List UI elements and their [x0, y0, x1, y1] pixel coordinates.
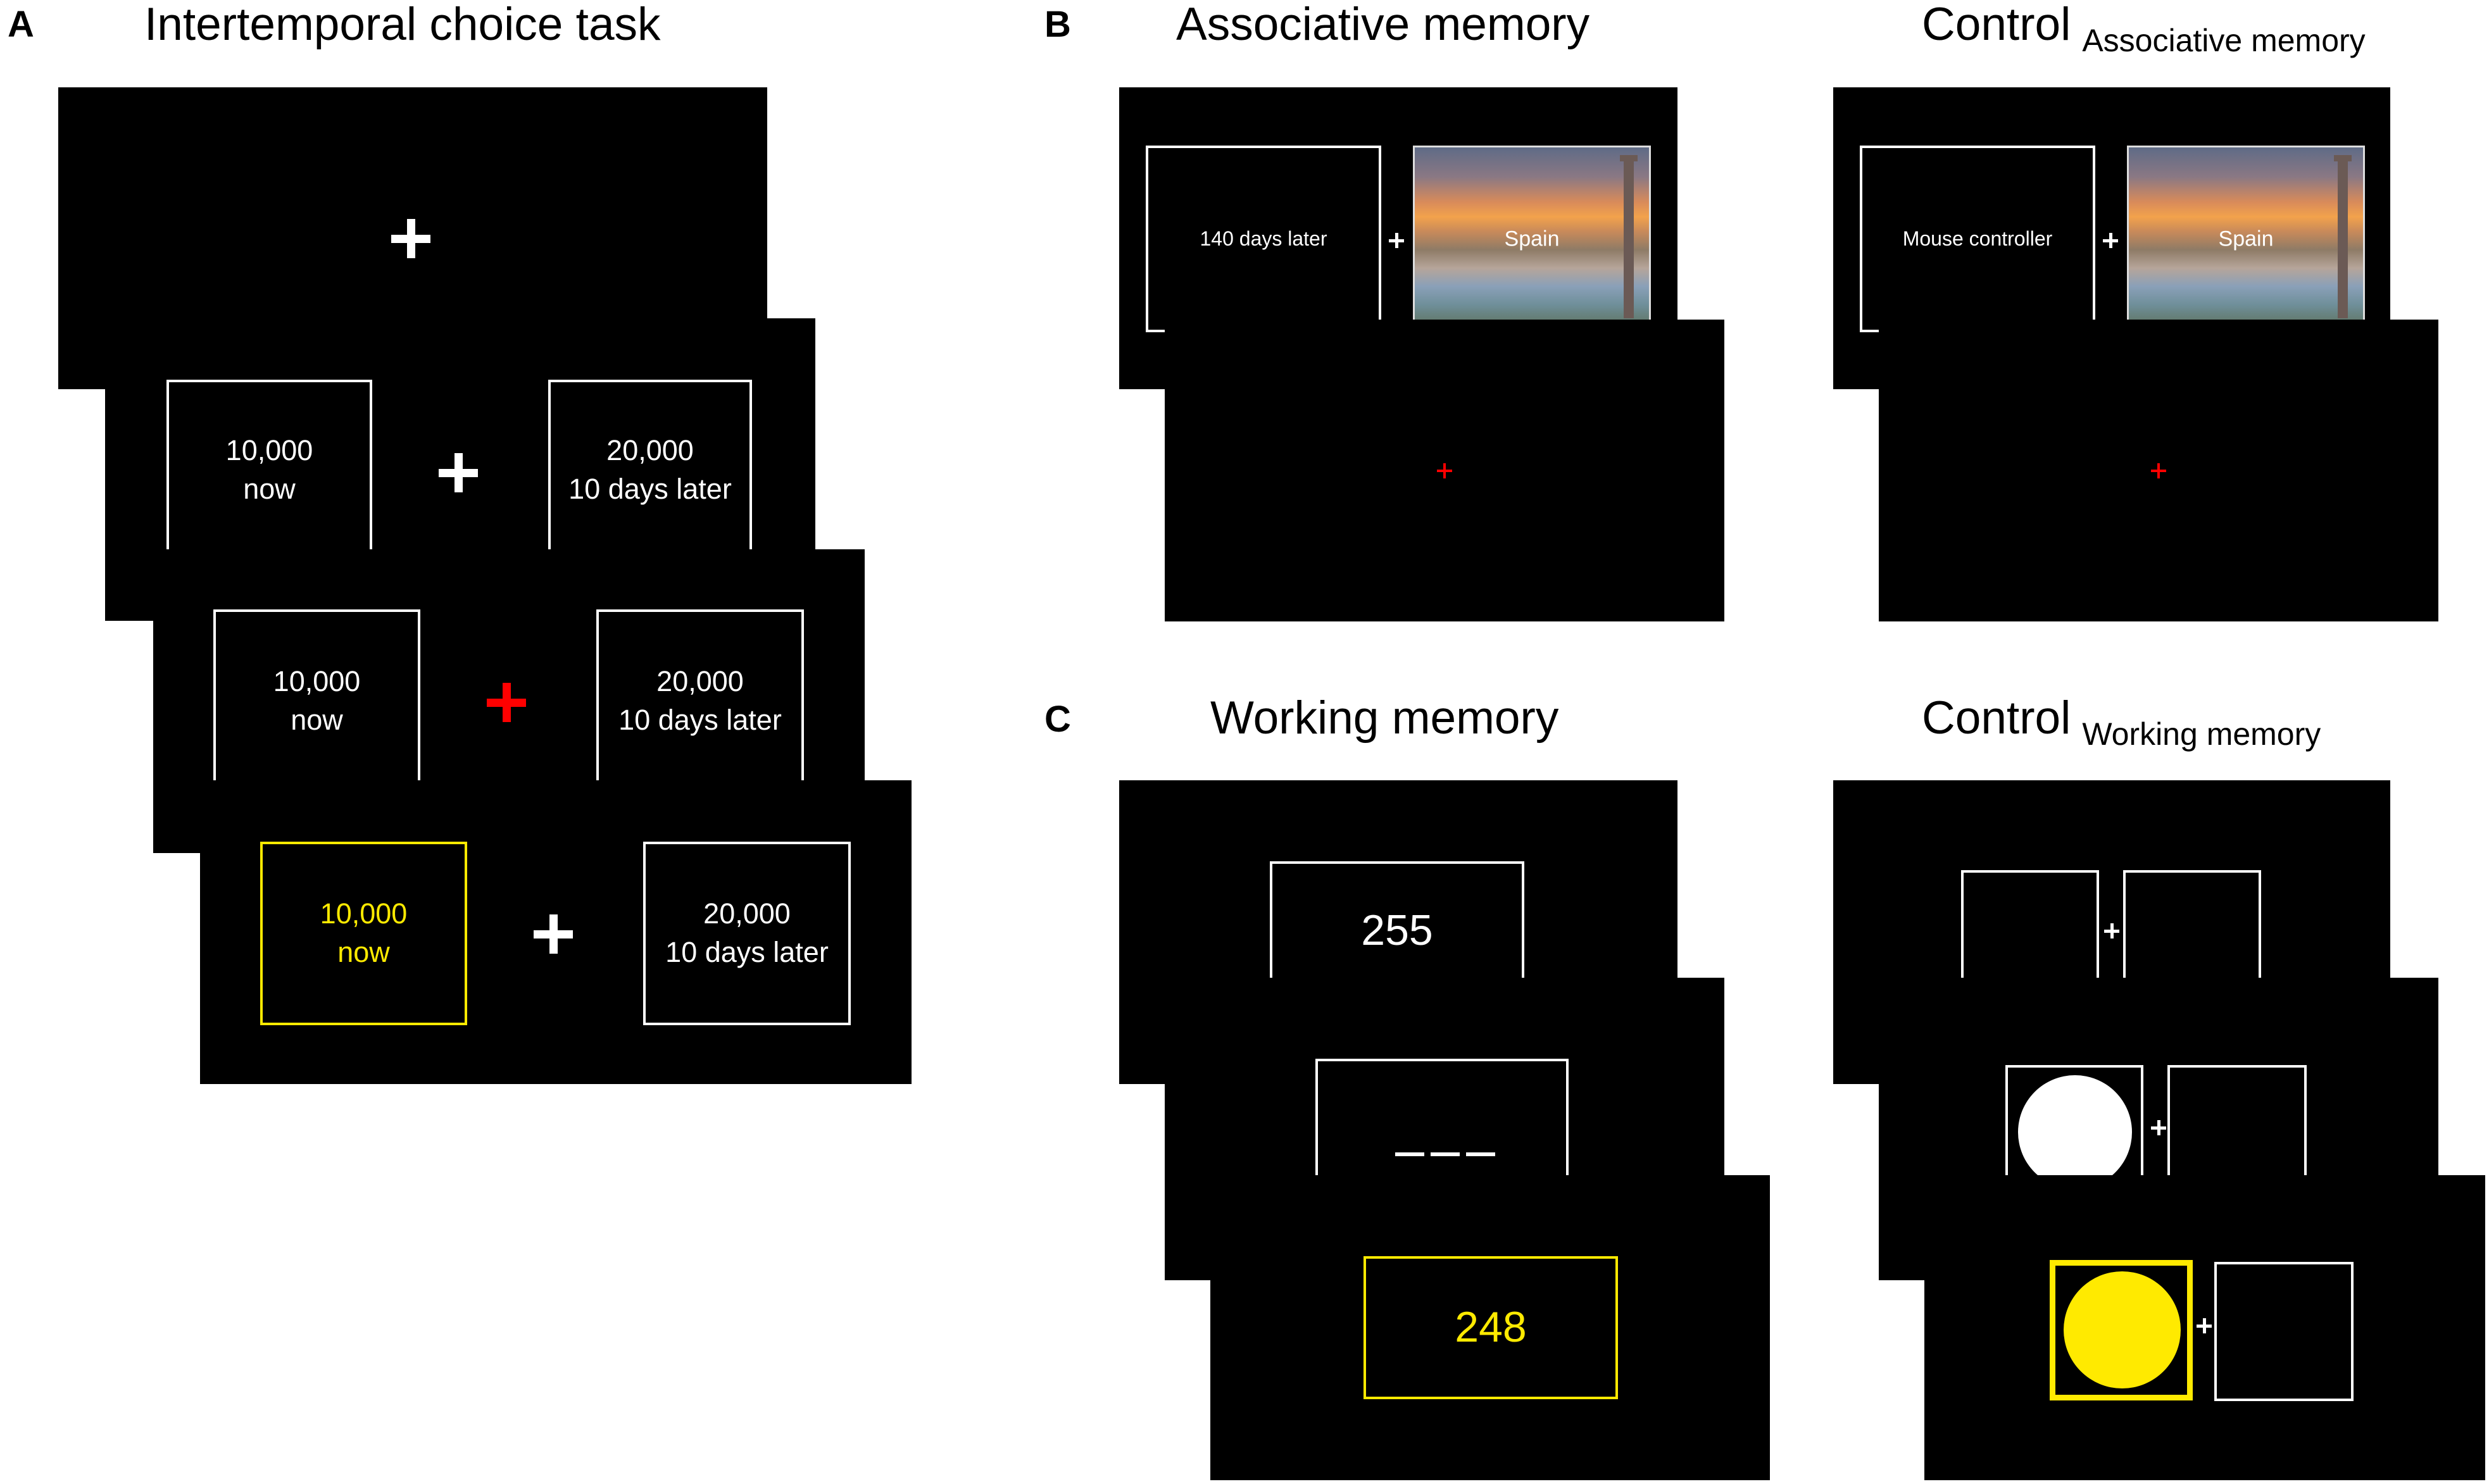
left-option-box: 10,000 now: [213, 609, 420, 793]
fixation-cross-icon: [2104, 923, 2119, 938]
white-circle-icon: [2018, 1075, 2132, 1189]
tower-shape: [2334, 155, 2352, 161]
panel-c-title: Working memory: [1210, 692, 1559, 744]
photo-spain-icon: Spain: [2127, 146, 2365, 332]
control-cue-text: Mouse controller: [1902, 227, 2053, 250]
control-delay-screen: [1879, 320, 2438, 621]
right-option-amount: 20,000: [656, 665, 744, 698]
control-feedback-screen: [1924, 1175, 2485, 1480]
response-box-selected: 248: [1364, 1256, 1618, 1399]
panel-letter-b: B: [1044, 4, 1071, 45]
right-option-box: 20,000 10 days later: [596, 609, 804, 793]
fixation-cross-icon: [534, 914, 573, 954]
cue-box: 140 days later: [1146, 146, 1381, 332]
control-subtitle: Working memory: [2082, 716, 2321, 752]
panel-b-title: Associative memory: [1176, 0, 1590, 50]
right-option-box: 20,000 10 days later: [643, 842, 851, 1025]
tower-shape: [1620, 155, 1638, 161]
right-option-amount: 20,000: [703, 897, 791, 930]
left-option-time: now: [243, 472, 296, 505]
fixation-cross-icon: [2151, 1120, 2166, 1135]
photo-spain-icon: Spain: [1413, 146, 1651, 332]
right-option-time: 10 days later: [665, 936, 829, 968]
right-box: [2214, 1262, 2354, 1401]
selected-option-box: 10,000 now: [260, 842, 467, 1025]
cue-text: 140 days later: [1200, 227, 1327, 250]
feedback-screen: 10,000 now 20,000 10 days later: [200, 780, 912, 1084]
control-cue-box: Mouse controller: [1860, 146, 2095, 332]
right-option-time: 10 days later: [568, 472, 732, 505]
image-label: Spain: [1504, 227, 1560, 251]
left-option-amount: 10,000: [273, 665, 361, 698]
tower-shape: [1624, 160, 1634, 318]
digit-placeholder: [1431, 1152, 1460, 1156]
left-option-amount: 10,000: [225, 433, 313, 466]
right-option-amount: 20,000: [606, 433, 694, 466]
left-option-time: now: [337, 936, 390, 968]
response-screen: 248: [1210, 1175, 1770, 1480]
first-number: 255: [1361, 906, 1433, 955]
control-subtitle: Associative memory: [2082, 23, 2366, 58]
panel-c-control-title: Control Working memory: [1922, 692, 2321, 750]
red-fixation-cross-icon: [1437, 463, 1452, 478]
right-option-time: 10 days later: [618, 704, 782, 736]
panel-b-control-title: Control Associative memory: [1922, 0, 2366, 56]
left-option-time: now: [291, 704, 343, 736]
fixation-cross-icon: [1389, 233, 1404, 248]
panel-letter-a: A: [8, 4, 34, 45]
control-title: Control: [1922, 0, 2071, 50]
fixation-cross-icon: [2103, 233, 2118, 248]
panel-letter-c: C: [1044, 699, 1071, 740]
left-box-selected: [2050, 1260, 2193, 1400]
control-title: Control: [1922, 692, 2071, 744]
fixation-cross-icon: [391, 219, 430, 258]
fixation-cross-icon: [439, 453, 478, 492]
image-label: Spain: [2218, 227, 2274, 251]
left-option-box: 10,000 now: [166, 380, 372, 560]
digit-placeholder: [1466, 1152, 1495, 1156]
yellow-circle-icon: [2064, 1271, 2181, 1388]
left-box: [2005, 1065, 2143, 1206]
red-fixation-cross-icon: [487, 683, 526, 722]
digit-placeholder: [1395, 1152, 1424, 1156]
fixation-cross-icon: [2197, 1318, 2212, 1333]
tower-shape: [2338, 160, 2348, 318]
left-option-amount: 10,000: [320, 897, 408, 930]
delay-screen: [1165, 320, 1724, 621]
right-option-box: 20,000 10 days later: [548, 380, 752, 560]
red-fixation-cross-icon: [2151, 463, 2166, 478]
response-number: 248: [1455, 1303, 1527, 1352]
panel-a-title: Intertemporal choice task: [144, 0, 661, 50]
